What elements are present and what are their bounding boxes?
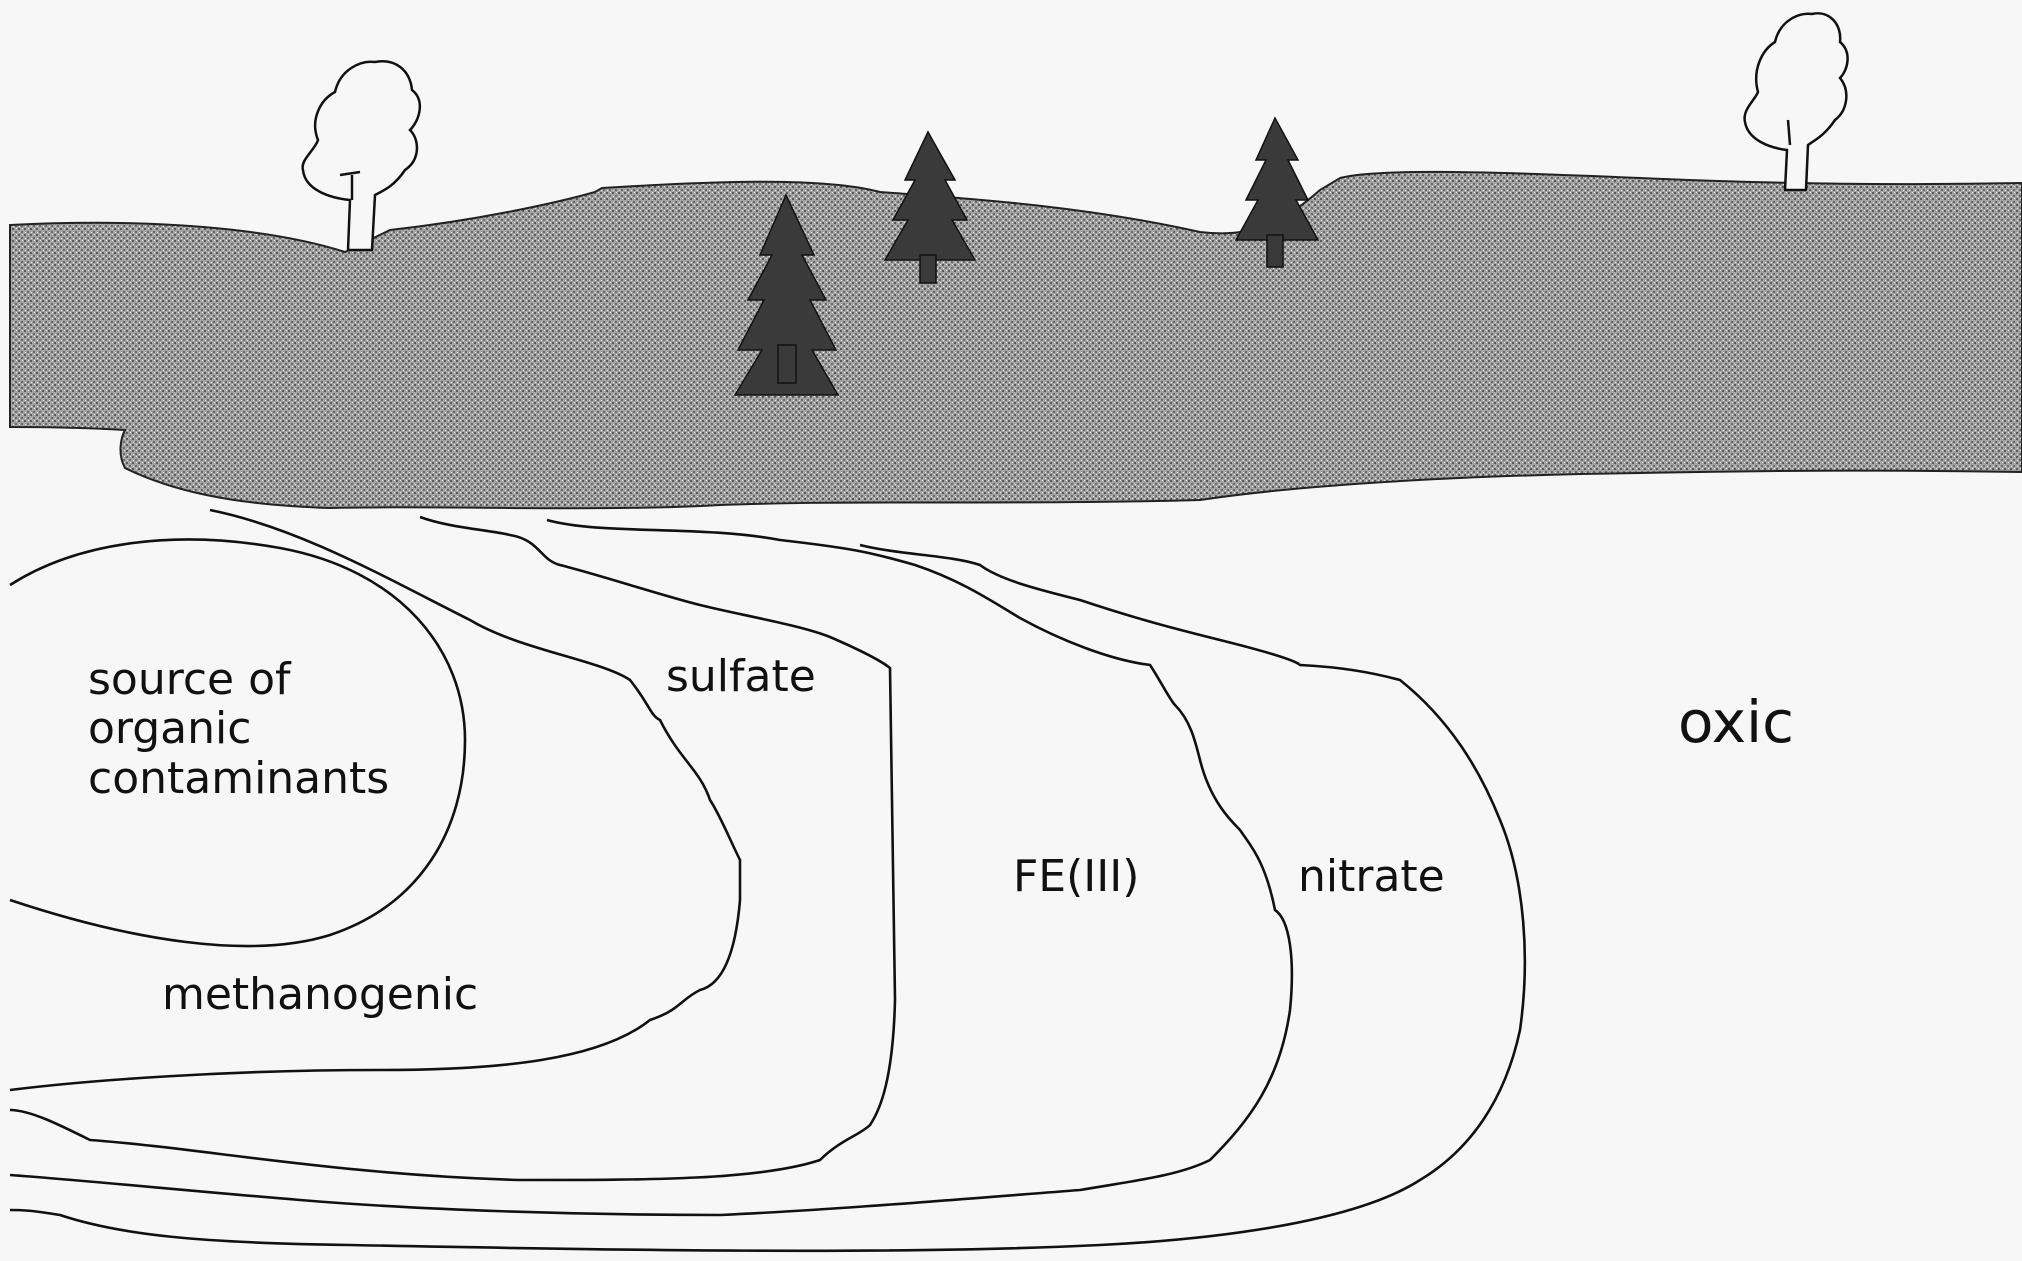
source-zone-label: source of organic contaminants (88, 655, 389, 803)
deciduous-tree-icon (303, 61, 420, 250)
methanogenic-zone-label: methanogenic (162, 970, 478, 1019)
nitrate-zone-label: nitrate (1298, 852, 1445, 901)
sulfate-zone-label: sulfate (666, 652, 816, 701)
fe-iii-zone-label: FE(III) (1013, 852, 1139, 901)
sulfate-fe-boundary (10, 517, 895, 1180)
deciduous-tree-icon (1745, 13, 1848, 190)
soil-layer (10, 172, 2022, 508)
oxic-zone-label: oxic (1678, 690, 1794, 755)
